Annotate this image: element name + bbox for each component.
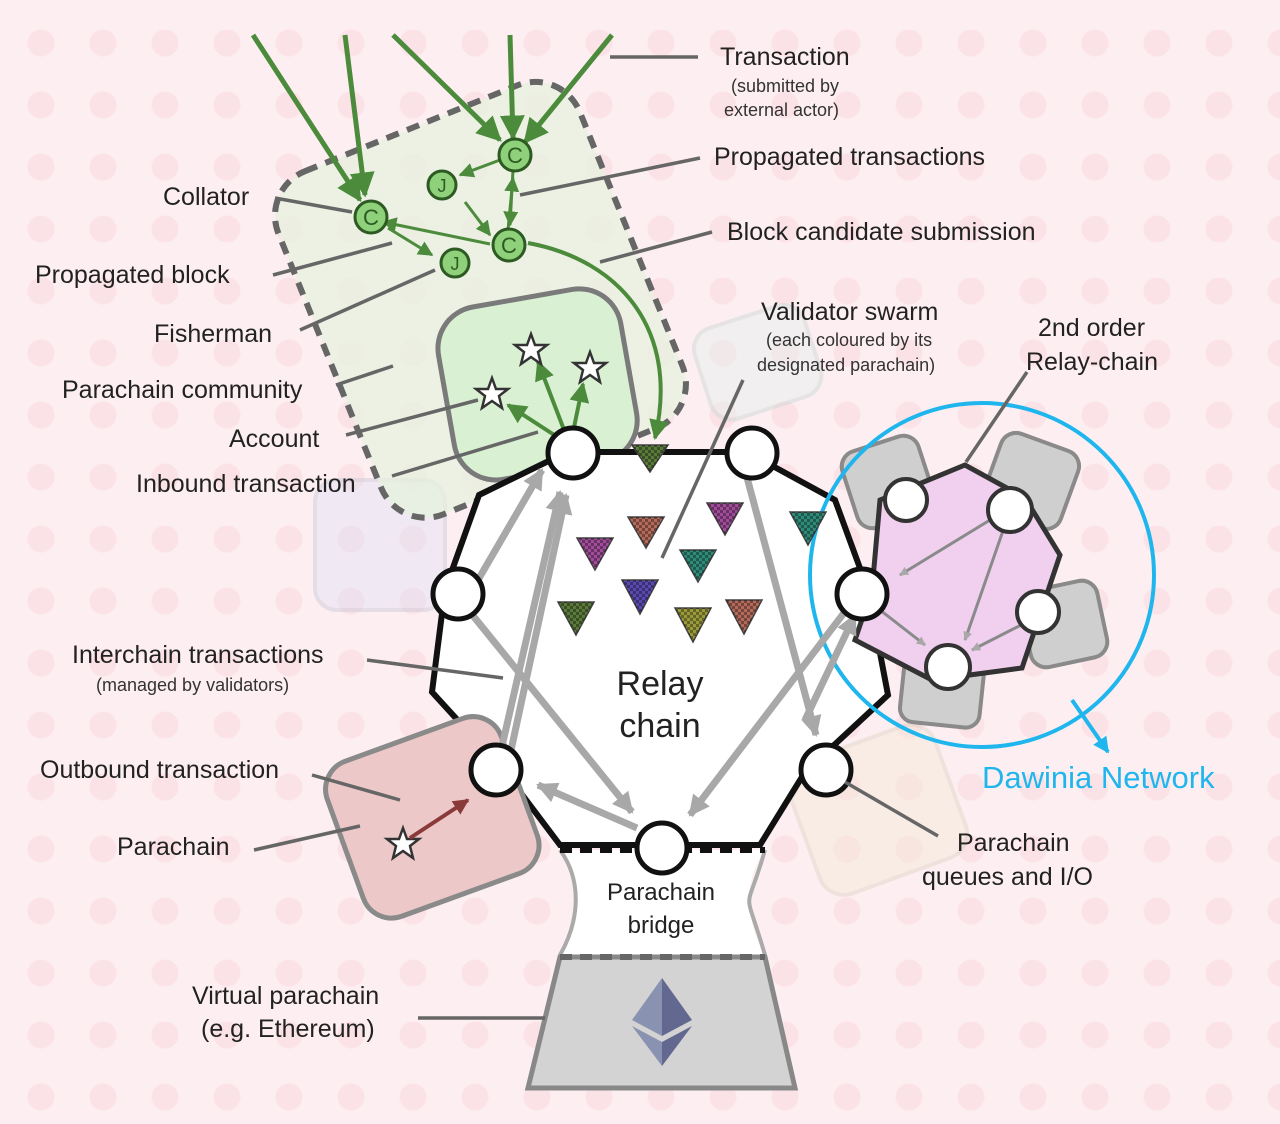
label-parachain-community: Parachain community [62,376,303,404]
label-parachain-bridge-2: bridge [627,912,695,939]
relay-node [724,425,780,481]
label-second-order-2: Relay-chain [1026,348,1159,376]
block-candidate-arrow [527,241,669,440]
relay-node [834,566,890,622]
account-star-icons [383,330,610,861]
faded-parachain-teal [691,303,824,422]
label-propagated-block: Propagated block [35,261,230,289]
bridge-neck [560,850,765,955]
label-validator-swarm: Validator swarm [761,298,939,326]
svg-text:C: C [501,233,517,258]
label-relay-chain-1: Relay [616,665,704,703]
bridge-left-edge [558,848,578,956]
dawinia-pointer-arrow [1070,698,1110,754]
transaction-arrows [250,33,614,203]
label-parachain-queues-1: Parachain [957,829,1070,857]
label-parachain-bridge-1: Parachain [606,879,716,906]
validator-swarm [556,444,828,644]
relay-node [924,643,972,691]
leader-lines [253,55,1029,1020]
label-propagated-transactions: Propagated transactions [714,143,986,171]
label-interchain-sub: (managed by validators) [96,675,290,695]
label-virtual-parachain-1: Virtual parachain [192,982,380,1010]
label-second-order-1: 2nd order [1038,314,1146,342]
label-outbound-transaction: Outbound transaction [40,756,280,784]
relay-node [798,742,854,798]
relay-node [545,425,601,481]
bridge-right-edge [747,849,767,956]
label-inbound-transaction: Inbound transaction [136,470,356,498]
collator-node: C [353,199,389,235]
label-dawinia-network: Dawinia Network [982,760,1215,795]
label-interchain-transactions: Interchain transactions [72,641,324,669]
label-virtual-parachain-2: (e.g. Ethereum) [201,1015,375,1043]
collator-node: C [497,137,533,173]
label-fisherman: Fisherman [154,320,273,348]
label-transaction-sub-2: external actor) [724,100,840,120]
dawinia-network-ring [808,401,1156,749]
relay-node [634,820,690,876]
label-collator: Collator [163,183,250,211]
relay-node [1015,589,1061,635]
label-transaction-sub-1: (submitted by [731,76,840,96]
svg-text:J: J [438,176,447,196]
fisherman-node: J [439,247,471,279]
star-icon [511,330,551,367]
label-relay-chain-2: chain [619,707,701,745]
ethereum-icon [632,978,692,1066]
relay-node [430,566,486,622]
label-block-candidate-submission: Block candidate submission [727,218,1036,246]
outbound-arrow [408,798,470,840]
label-transaction: Transaction [720,43,850,71]
relay-node [986,486,1034,534]
relay-node [883,477,929,523]
svg-text:C: C [507,143,523,168]
second-order-arrows [879,518,1026,652]
fisherman-node: J [426,169,458,201]
star-icon [570,348,610,385]
propagation-arrows [381,158,520,257]
interchain-arrows [467,468,859,832]
label-parachain-queues-2: queues and I/O [922,863,1093,891]
relay-nodes [430,425,890,876]
label-validator-swarm-sub-1: (each coloured by its [766,330,933,350]
star-icon [472,374,512,411]
star-icon [383,824,423,861]
second-order-nodes [883,477,1061,691]
svg-text:J: J [451,254,460,274]
label-account: Account [229,425,320,453]
relay-node [468,742,524,798]
label-parachain: Parachain [117,833,230,861]
svg-text:C: C [363,205,379,230]
label-validator-swarm-sub-2: designated parachain) [757,355,936,375]
collator-node: C [491,227,527,263]
